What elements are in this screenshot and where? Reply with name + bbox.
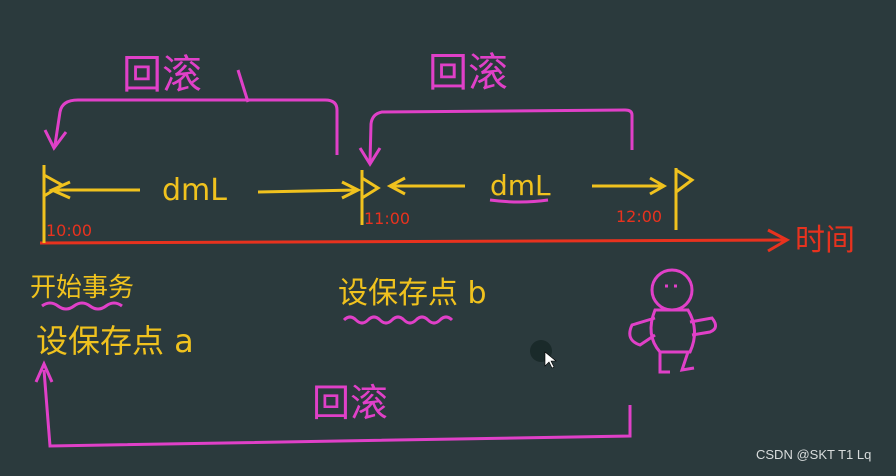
start-transaction-underline: [41, 301, 123, 311]
time-label-12-00: 12:00: [616, 207, 662, 226]
watermark: CSDN @SKT T1 Lq: [756, 447, 871, 462]
rollback-arrow-bottom: [34, 360, 632, 448]
rollback-label-stroke: [236, 69, 250, 103]
dml-underline: [489, 198, 549, 204]
dml-arrow-2: [386, 176, 668, 196]
time-axis: [39, 228, 791, 253]
dml-label-1: dmL: [162, 173, 227, 208]
cursor-pointer-icon: [530, 340, 557, 369]
time-axis-label: 时间: [795, 223, 855, 258]
dml-label-2: dmL: [490, 169, 551, 202]
savepoint-b-underline: [342, 315, 454, 325]
rollback-arrow-top-right: [358, 108, 634, 167]
start-transaction-label: 开始事务: [30, 273, 134, 303]
rollback-label-top-right: 回滚: [428, 50, 508, 96]
rollback-arrow-top-left: [43, 98, 339, 155]
rollback-label-bottom: 回滚: [312, 381, 388, 425]
savepoint-a-label: 设保存点 a: [36, 322, 194, 360]
dml-arrow-1: [48, 180, 362, 200]
flag-12-00: [674, 168, 695, 230]
person-figure-icon: [628, 268, 717, 374]
time-label-11-00: 11:00: [364, 209, 410, 228]
rollback-label-top-left: 回滚: [122, 52, 202, 98]
flag-11-00: [360, 170, 381, 225]
savepoint-b-label: 设保存点 b: [338, 276, 487, 311]
time-label-10-00: 10:00: [46, 221, 92, 240]
